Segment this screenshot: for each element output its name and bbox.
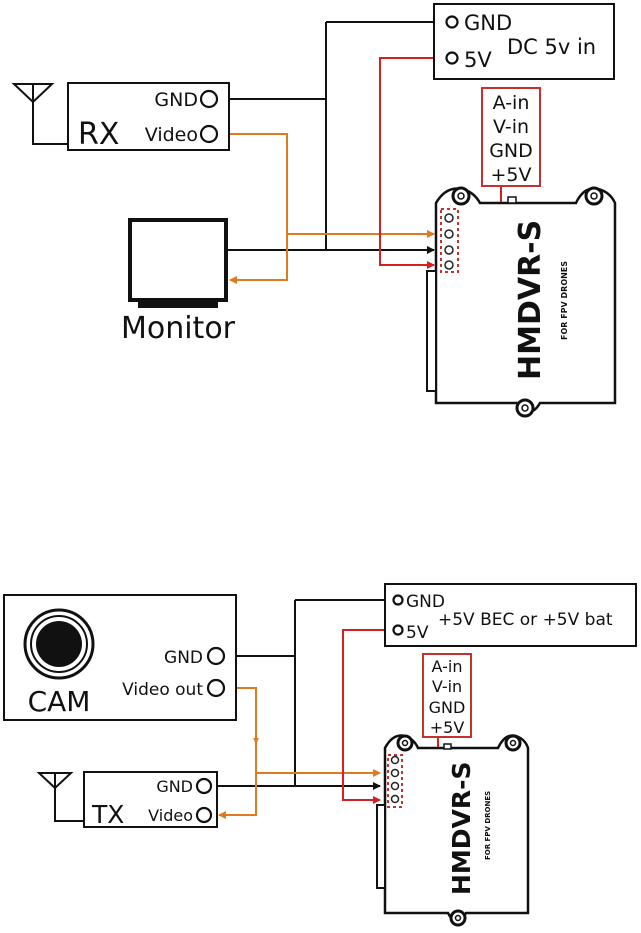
power-box [384,583,637,647]
mount-hole-inner [457,192,465,200]
dvr-tagline: FOR FPV DRONES [484,791,492,860]
rx-gnd-port [199,89,219,109]
cam-video-label: Video out [122,680,203,700]
pin-v-in [390,768,400,778]
mount-hole-inner [521,404,529,412]
receiver-setup-diagram: RX GND Video GND 5V DC 5v in Monitor A-i… [11,3,617,418]
pinout-box [481,87,541,187]
power-gnd-port [445,15,459,29]
power-box [433,3,615,80]
power-5v-label: 5V [406,623,429,643]
rx-title: RX [78,117,119,152]
led-icon [507,196,517,204]
sd-slot-icon [376,804,386,889]
ground-wires [216,21,446,254]
mount-hole-inner [454,914,462,922]
power-title: DC 5v in [507,35,596,59]
rx-gnd-label: GND [154,89,198,111]
monitor-screen-icon [128,218,228,302]
mount-hole-inner [509,739,517,747]
tx-video-port [195,806,213,824]
power-supply: GND 5V DC 5v in [433,3,615,80]
dvr-board: HMDVR-S FOR FPV DRONES [376,734,530,927]
power-5v-wire [342,629,397,804]
pinout-a-in: A-in [493,92,530,114]
tx-module: TX GND Video [36,771,218,829]
pinout-a-in: A-in [432,657,463,676]
tx-video-label: Video [148,806,193,825]
video-wires [218,687,381,819]
power-5v-port [445,51,459,65]
pin-v-in [444,229,454,239]
pinout-gnd: GND [429,698,466,717]
dvr-brand-logo: HMDVR-S [447,761,476,895]
dvr-board: HMDVR-S FOR FPV DRONES [426,186,617,418]
power-gnd-label: GND [464,11,512,35]
power-title: +5V BEC or +5V bat [438,610,613,630]
rx-video-label: Video [145,124,198,146]
tx-title: TX [91,800,124,829]
power-supply: GND 5V +5V BEC or +5V bat [384,583,637,647]
camera-module: CAM GND Video out [3,594,237,721]
transmitter-setup-diagram: CAM GND Video out TX GND Video GND 5V +5… [3,583,637,927]
camera-lens-center [36,621,82,667]
video-direction-arrow-icon [253,738,259,744]
pinout-5v: +5V [430,718,465,737]
pin-a-in [390,755,400,765]
rx-module: RX GND Video [11,82,230,152]
mount-hole-inner [401,739,409,747]
pinout-gnd: GND [489,140,533,162]
tx-gnd-port [195,777,213,795]
antenna-icon [11,83,68,145]
cam-gnd-port [206,646,226,666]
pinout-label: A-in V-in GND +5V [481,87,541,187]
pin-header-outline [440,208,459,273]
pin-5v [444,260,454,270]
pinout-v-in: V-in [493,116,529,138]
rx-to-monitor-video-wire [214,133,288,284]
pin-a-in [444,213,454,223]
pinout-box [422,653,472,738]
pinout-v-in: V-in [432,677,462,696]
dvr-tagline: FOR FPV DRONES [560,261,569,340]
power-gnd-port [392,594,404,606]
pin-gnd [390,781,400,791]
cam-to-tx-video-wire [218,687,257,819]
cam-gnd-label: GND [164,648,203,668]
pin-5v [390,794,400,804]
rx-video-port [199,124,219,144]
video-wires [214,133,435,284]
pinout-label: A-in V-in GND +5V [422,653,472,738]
led-icon [443,743,452,750]
tx-box [83,771,218,828]
monitor-label: Monitor [121,311,236,346]
power-gnd-label: GND [406,592,445,612]
pin-header-outline [387,754,403,808]
monitor-stand-icon [138,300,218,308]
power-5v-port [392,624,404,636]
sd-slot-icon [426,270,437,392]
pin-gnd [444,245,454,255]
power-5v-wire [379,57,452,269]
power-5v-label: 5V [464,48,492,72]
cam-video-port [206,678,226,698]
antenna-icon [36,772,84,822]
monitor: Monitor [121,218,236,346]
cam-title: CAM [28,685,91,718]
pinout-5v: +5V [490,164,531,186]
tx-gnd-label: GND [156,777,193,796]
dvr-brand-logo: HMDVR-S [513,220,548,380]
mount-hole-inner [590,192,598,200]
